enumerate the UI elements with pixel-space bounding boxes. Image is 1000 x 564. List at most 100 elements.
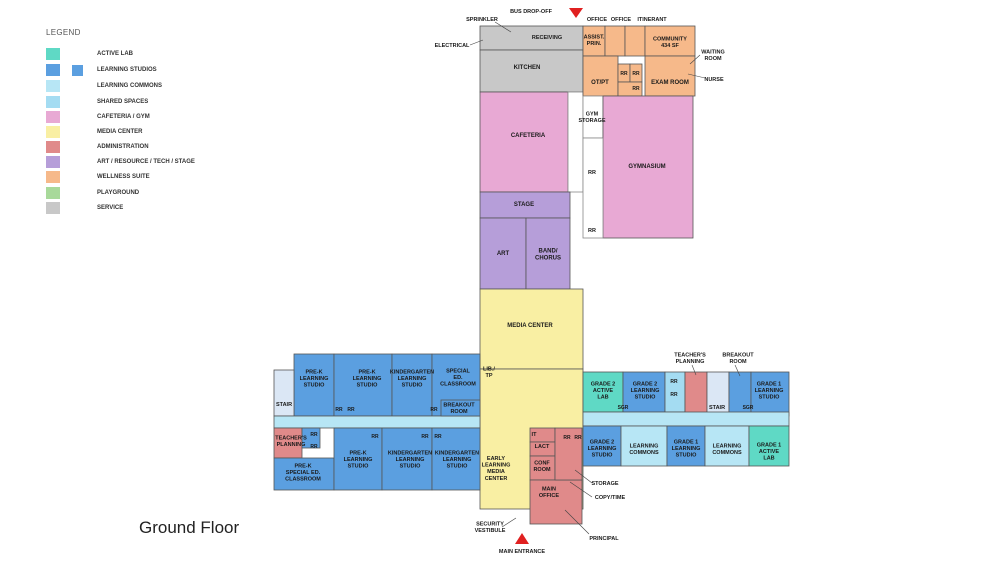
nurse-label: NURSE [704, 77, 724, 83]
legend-label: PLAYGROUND [97, 190, 140, 196]
principal-leader [564, 509, 590, 535]
restroom-label: RR [563, 435, 571, 441]
restroom-label: RR [434, 434, 442, 440]
copy-leader [569, 481, 593, 498]
legend-title: LEGEND [46, 28, 81, 37]
it-label: IT [532, 432, 538, 438]
corridor-east-wing [582, 411, 790, 427]
grade1-studio-top [750, 371, 790, 417]
restroom-label: RR [430, 407, 438, 413]
kitchen-label: KITCHEN [514, 65, 541, 71]
legend-label: ART / RESOURCE / TECH / STAGE [97, 159, 195, 165]
otpt-room [582, 55, 619, 97]
community-room [644, 25, 696, 57]
breakout-leader [734, 364, 741, 377]
receiving-room [479, 25, 584, 51]
itinerant-label: ITINERANT [637, 17, 667, 23]
breakout-room-west [440, 399, 481, 417]
learning-commons-1 [620, 425, 668, 467]
legend-swatch [46, 96, 60, 108]
prek-special-ed-classroom [273, 457, 335, 491]
legend-label: SERVICE [97, 205, 124, 211]
storage-label: STORAGE [591, 481, 618, 487]
legend-label: ADMINISTRATION [97, 144, 149, 150]
bus-entrance-marker [569, 8, 583, 18]
teachers-planning-east [684, 371, 708, 417]
legend-label: ACTIVE LAB [97, 51, 133, 57]
art-room [479, 217, 527, 290]
floor-title: Ground Floor [139, 518, 240, 537]
band-chorus-room [525, 217, 571, 290]
restroom-label: RR [335, 407, 343, 413]
security-leader [501, 517, 517, 528]
copy-time-label: COPY/TIME [595, 495, 626, 501]
stair-east-label: STAIR [709, 405, 725, 411]
main-office [529, 479, 583, 525]
office-2 [624, 25, 646, 57]
sprinkler-label: SPRINKLER [466, 17, 498, 23]
cafeteria-room [479, 91, 569, 193]
stair-west-label: STAIR [276, 402, 292, 408]
stair-west [273, 369, 295, 417]
grade1-active-lab [748, 425, 790, 467]
prek-studio-1 [293, 353, 335, 417]
restroom-label: RR [620, 71, 628, 77]
corridor-east [582, 137, 604, 239]
grade2-studio-bottom [582, 425, 622, 467]
electrical-leader [469, 39, 484, 46]
receiving-label: RECEIVING [532, 35, 562, 41]
kindergarten-studio-b2 [431, 427, 481, 491]
bus-dropoff-label: BUS DROP-OFF [510, 9, 553, 15]
legend-swatch-secondary [72, 65, 83, 76]
gymnasium-label: GYMNASIUM [628, 164, 665, 170]
legend-swatch [46, 202, 60, 214]
restroom-label: RR [588, 170, 596, 176]
restroom-label: RR [670, 392, 678, 398]
conference-room [529, 455, 556, 481]
legend-label: SHARED SPACES [97, 99, 149, 105]
restroom-label: RR [632, 86, 640, 92]
prek-studio-3 [333, 427, 383, 491]
legend-swatch [46, 80, 60, 92]
gymnasium [602, 95, 694, 239]
principal-label: PRINCIPAL [589, 536, 619, 542]
kindergarten-studio-top [391, 353, 433, 417]
sprinkler-leader [494, 21, 512, 33]
office-2-label: OFFICE [611, 17, 631, 23]
restroom-label: RR [632, 71, 640, 77]
legend-swatch [46, 156, 60, 168]
corridor-west [273, 415, 481, 429]
main-entrance-marker [515, 533, 529, 544]
sgr-label: SGR [618, 405, 629, 411]
restroom-label: RR [347, 407, 355, 413]
restroom-label: RR [588, 228, 596, 234]
legend-swatch [46, 64, 60, 76]
legend-swatch [46, 141, 60, 153]
assistant-principal-label: ASSIST.PRIN. [584, 35, 605, 48]
legend-label: LEARNING COMMONS [97, 83, 162, 89]
restroom [301, 427, 321, 449]
exam-room [644, 55, 696, 97]
corridor-north [567, 91, 584, 193]
office-1 [604, 25, 626, 57]
legend-swatch [46, 126, 60, 138]
